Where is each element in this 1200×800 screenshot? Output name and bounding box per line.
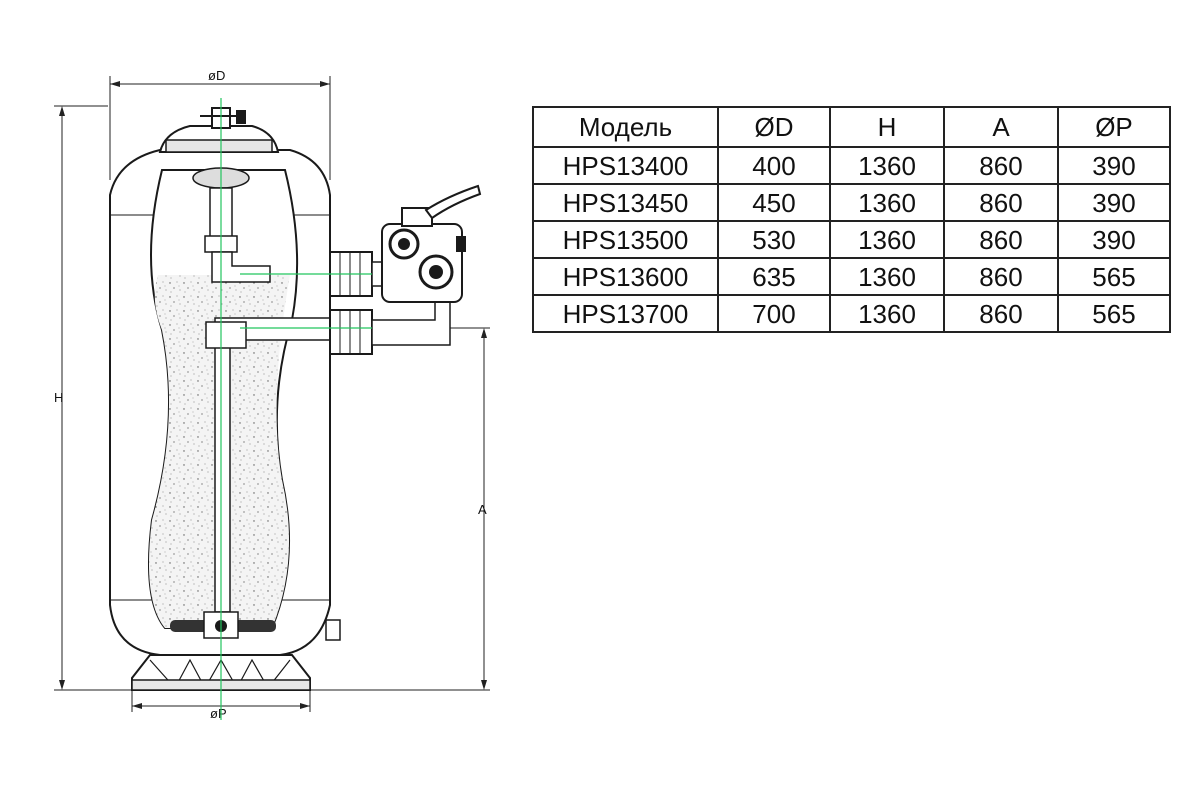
table-row: HPS13600 635 1360 860 565 [532, 257, 1171, 296]
lid-rim [165, 139, 273, 153]
drain-plug [325, 619, 341, 641]
table-row: HPS13400 400 1360 860 390 [532, 146, 1171, 185]
height-label: H [54, 390, 63, 405]
cell-model: HPS13400 [532, 146, 719, 185]
centerlines [220, 98, 372, 720]
connection-height-label: A [478, 502, 487, 517]
header-connection-height: A [943, 106, 1059, 148]
multiport-valve [381, 184, 482, 303]
cell-diameter: 635 [717, 257, 831, 296]
diameter-label: øD [208, 68, 225, 83]
cell-height: 1360 [829, 183, 945, 222]
connection-height-dimension [300, 327, 490, 691]
cell-height: 1360 [829, 257, 945, 296]
table-row: HPS13450 450 1360 860 390 [532, 183, 1171, 222]
height-dimension [54, 105, 132, 691]
base-diameter-label: øP [210, 706, 227, 721]
cell-base-diameter: 390 [1057, 146, 1171, 185]
cell-height: 1360 [829, 146, 945, 185]
cell-connection-height: 860 [943, 257, 1059, 296]
cell-base-diameter: 565 [1057, 294, 1171, 333]
cell-connection-height: 860 [943, 146, 1059, 185]
cell-connection-height: 860 [943, 183, 1059, 222]
cell-diameter: 450 [717, 183, 831, 222]
table-row: HPS13500 530 1360 860 390 [532, 220, 1171, 259]
cell-base-diameter: 565 [1057, 257, 1171, 296]
cell-connection-height: 860 [943, 220, 1059, 259]
table-header-row: Модель ØD H A ØP [532, 106, 1171, 148]
cell-height: 1360 [829, 220, 945, 259]
cell-diameter: 400 [717, 146, 831, 185]
cell-model: HPS13700 [532, 294, 719, 333]
table-row: HPS13700 700 1360 860 565 [532, 294, 1171, 333]
cell-model: HPS13500 [532, 220, 719, 259]
lower-connection [329, 299, 451, 355]
cell-diameter: 700 [717, 294, 831, 333]
spec-table: Модель ØD H A ØP HPS13400 400 1360 860 3… [532, 106, 1171, 333]
header-model: Модель [532, 106, 719, 148]
diameter-dimension [109, 76, 331, 180]
cell-model: HPS13450 [532, 183, 719, 222]
cell-model: HPS13600 [532, 257, 719, 296]
cell-diameter: 530 [717, 220, 831, 259]
cell-connection-height: 860 [943, 294, 1059, 333]
header-height: H [829, 106, 945, 148]
header-diameter: ØD [717, 106, 831, 148]
header-base-diameter: ØP [1057, 106, 1171, 148]
cell-base-diameter: 390 [1057, 183, 1171, 222]
cell-base-diameter: 390 [1057, 220, 1171, 259]
cell-height: 1360 [829, 294, 945, 333]
